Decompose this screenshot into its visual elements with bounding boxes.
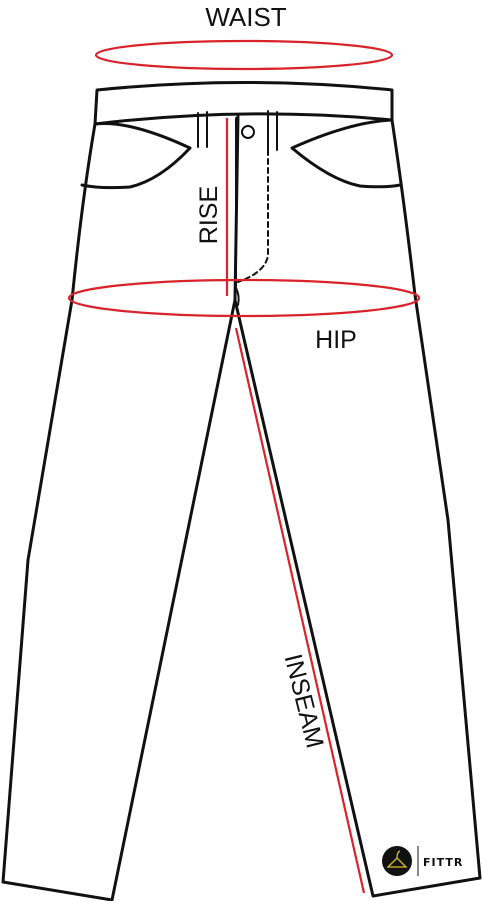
fly-stitch <box>237 149 269 283</box>
waistband <box>93 81 394 126</box>
brand-logo: FITTR <box>382 846 463 876</box>
right-pocket <box>290 118 402 189</box>
button-icon <box>241 125 255 139</box>
waist-ellipse <box>94 39 394 71</box>
brand-name: FITTR <box>423 856 463 869</box>
crotch-seam <box>235 287 240 306</box>
inseam-line <box>234 327 366 894</box>
measurement-lines <box>67 39 421 894</box>
pants-outline <box>1 81 482 901</box>
right-leg <box>233 118 482 898</box>
belt-loop-right <box>267 110 278 151</box>
hip-ellipse <box>67 278 421 318</box>
hanger-icon <box>382 846 412 876</box>
rise-label: RISE <box>195 186 223 244</box>
left-pocket <box>80 122 192 190</box>
belt-loop-left <box>197 111 208 148</box>
left-leg <box>1 113 240 901</box>
hip-label: HIP <box>315 326 357 354</box>
waist-label: WAIST <box>205 2 286 32</box>
